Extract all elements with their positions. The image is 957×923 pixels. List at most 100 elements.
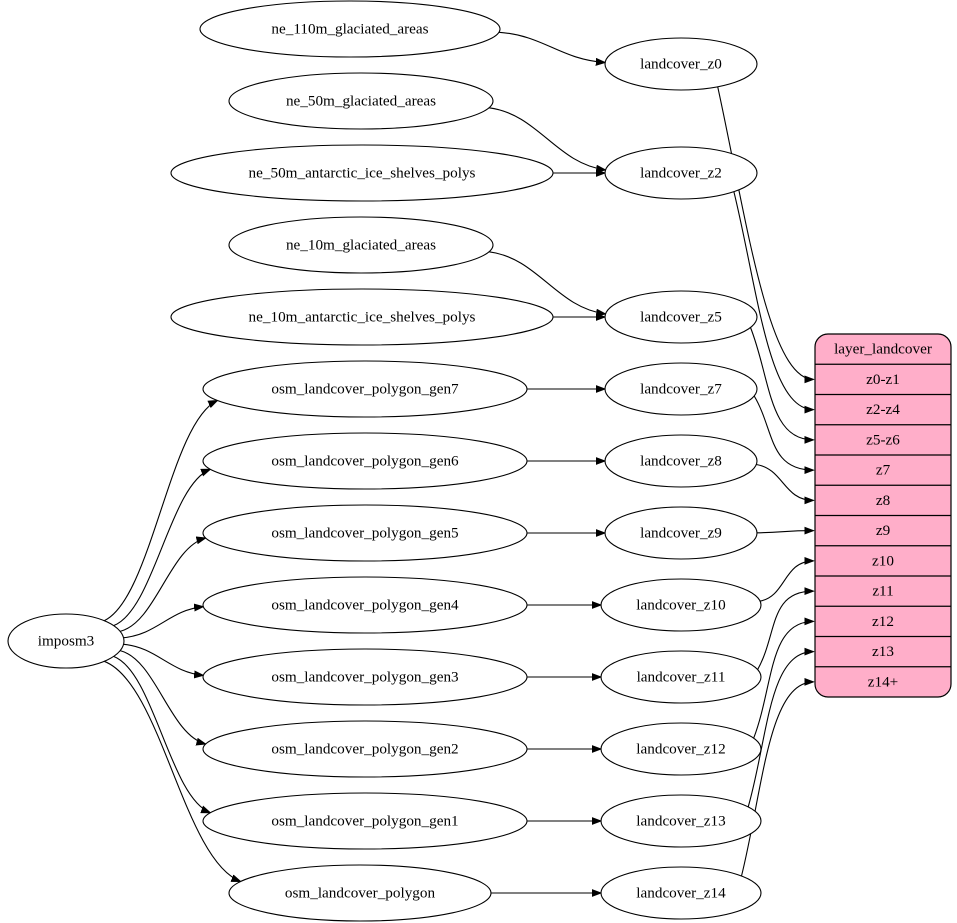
node-label-landcover_z14: landcover_z14	[636, 884, 726, 901]
node-label-ne_110m_glaciated_areas: ne_110m_glaciated_areas	[271, 20, 428, 37]
ellipse-landcover_z5	[604, 290, 758, 344]
node-landcover_z8[interactable]: landcover_z8	[604, 434, 758, 488]
node-landcover_z5[interactable]: landcover_z5	[604, 290, 758, 344]
ellipse-landcover_z2	[604, 146, 758, 200]
node-label-landcover_z8: landcover_z8	[640, 452, 722, 469]
node-osm_landcover_polygon_gen5[interactable]: osm_landcover_polygon_gen5	[202, 504, 528, 562]
table-row-z10[interactable]: z10	[872, 552, 894, 569]
table-row-z8[interactable]: z8	[876, 492, 891, 509]
node-label-landcover_z11: landcover_z11	[637, 668, 726, 685]
edge-landcover_z9-to-layer_landcover-z9	[756, 531, 814, 533]
node-osm_landcover_polygon_gen3[interactable]: osm_landcover_polygon_gen3	[202, 648, 528, 706]
table-row-label-z11: z11	[872, 583, 893, 600]
node-osm_landcover_polygon_gen2[interactable]: osm_landcover_polygon_gen2	[202, 720, 528, 778]
edge-imposm3-to-osm_landcover_polygon_gen3	[123, 643, 204, 675]
node-landcover_z7[interactable]: landcover_z7	[604, 362, 758, 416]
node-layer: ne_110m_glaciated_areas ne_50m_glaciated_…	[7, 0, 762, 922]
node-label-osm_landcover_polygon_gen7: osm_landcover_polygon_gen7	[271, 380, 459, 397]
table-row-z9[interactable]: z9	[876, 522, 890, 539]
edge-landcover_z10-to-layer_landcover-z10	[759, 561, 813, 602]
node-osm_landcover_polygon[interactable]: osm_landcover_polygon	[228, 864, 492, 922]
table-row-z2-z4[interactable]: z2-z4	[866, 401, 900, 418]
table-row-z0-z1[interactable]: z0-z1	[866, 371, 900, 388]
node-osm_landcover_polygon_gen1[interactable]: osm_landcover_polygon_gen1	[202, 792, 528, 850]
edge-ne_10m_glaciated_areas-to-landcover_z5	[489, 251, 605, 314]
table-row-z13[interactable]: z13	[872, 643, 894, 660]
node-imposm3[interactable]: imposm3	[7, 613, 125, 669]
ellipse-landcover_z0	[604, 37, 758, 91]
node-label-landcover_z5: landcover_z5	[640, 308, 722, 325]
table-header-label: layer_landcover	[834, 341, 932, 358]
node-label-osm_landcover_polygon_gen2: osm_landcover_polygon_gen2	[271, 740, 458, 757]
node-landcover_z0[interactable]: landcover_z0	[604, 37, 758, 91]
ellipse-landcover_z7	[604, 362, 758, 416]
node-label-ne_10m_antarctic_ice_shelves_polys: ne_10m_antarctic_ice_shelves_polys	[249, 308, 476, 325]
ellipse-osm_landcover_polygon_gen5	[202, 504, 528, 562]
node-ne_50m_antarctic_ice_shelves_polys[interactable]: ne_50m_antarctic_ice_shelves_polys	[170, 144, 554, 202]
node-label-imposm3: imposm3	[38, 632, 95, 649]
table-row-label-z7: z7	[876, 462, 891, 479]
ellipse-ne_50m_glaciated_areas	[228, 72, 494, 130]
node-landcover_z2[interactable]: landcover_z2	[604, 146, 758, 200]
edge-imposm3-to-osm_landcover_polygon_gen1	[113, 655, 211, 814]
node-ne_110m_glaciated_areas[interactable]: ne_110m_glaciated_areas	[199, 0, 501, 58]
table-row-z12[interactable]: z12	[872, 613, 894, 630]
ellipse-ne_110m_glaciated_areas	[199, 0, 501, 58]
node-label-landcover_z10: landcover_z10	[636, 596, 726, 613]
ellipse-landcover_z11	[600, 650, 762, 704]
node-label-osm_landcover_polygon: osm_landcover_polygon	[285, 884, 436, 901]
ellipse-osm_landcover_polygon_gen3	[202, 648, 528, 706]
node-label-landcover_z9: landcover_z9	[640, 524, 722, 541]
table-row-label-z9: z9	[876, 522, 890, 539]
edge-landcover_z2-to-layer_landcover-z2-z4	[733, 191, 814, 410]
ellipse-ne_10m_glaciated_areas	[228, 216, 494, 274]
edge-landcover_z11-to-layer_landcover-z11	[757, 591, 814, 670]
edge-landcover_z7-to-layer_landcover-z7	[753, 395, 813, 470]
table-row-z14+[interactable]: z14+	[868, 673, 899, 690]
table-row-label-z0-z1: z0-z1	[866, 371, 900, 388]
node-ne_10m_glaciated_areas[interactable]: ne_10m_glaciated_areas	[228, 216, 494, 274]
node-landcover_z9[interactable]: landcover_z9	[604, 506, 758, 560]
node-landcover_z12[interactable]: landcover_z12	[600, 722, 762, 776]
node-label-landcover_z13: landcover_z13	[636, 812, 725, 829]
table-row-z11[interactable]: z11	[872, 583, 893, 600]
table-row-label-z10: z10	[872, 552, 894, 569]
table-row-z5-z6[interactable]: z5-z6	[866, 431, 900, 448]
edge-landcover_z13-to-layer_landcover-z13	[747, 652, 813, 808]
ellipse-osm_landcover_polygon_gen4	[202, 576, 528, 634]
edge-landcover_z0-to-layer_landcover-z0-z1	[717, 86, 814, 380]
node-ne_10m_antarctic_ice_shelves_polys[interactable]: ne_10m_antarctic_ice_shelves_polys	[170, 288, 554, 346]
edge-landcover_z12-to-layer_landcover-z12	[753, 621, 814, 739]
edge-imposm3-to-osm_landcover_polygon_gen4	[123, 607, 204, 639]
ellipse-landcover_z9	[604, 506, 758, 560]
table-row-label-z2-z4: z2-z4	[866, 401, 900, 418]
node-landcover_z10[interactable]: landcover_z10	[600, 578, 762, 632]
node-ne_50m_glaciated_areas[interactable]: ne_50m_glaciated_areas	[228, 72, 494, 130]
ellipse-ne_10m_antarctic_ice_shelves_polys	[170, 288, 554, 346]
edge-landcover_z8-to-layer_landcover-z8	[756, 463, 813, 501]
ellipse-landcover_z13	[600, 794, 762, 848]
node-label-ne_50m_antarctic_ice_shelves_polys: ne_50m_antarctic_ice_shelves_polys	[249, 164, 476, 181]
node-label-osm_landcover_polygon_gen3: osm_landcover_polygon_gen3	[271, 668, 458, 685]
ellipse-osm_landcover_polygon_gen2	[202, 720, 528, 778]
node-label-osm_landcover_polygon_gen5: osm_landcover_polygon_gen5	[271, 524, 458, 541]
edge-landcover_z5-to-layer_landcover-z5-z6	[749, 327, 814, 440]
ellipse-landcover_z8	[604, 434, 758, 488]
layer-landcover-table[interactable]: layer_landcover z0-z1 z2-z4 z5-z6 z7 z8 z9 z10 z…	[814, 333, 952, 698]
node-osm_landcover_polygon_gen6[interactable]: osm_landcover_polygon_gen6	[202, 432, 528, 490]
node-label-osm_landcover_polygon_gen6: osm_landcover_polygon_gen6	[271, 452, 459, 469]
edge-imposm3-to-osm_landcover_polygon	[104, 660, 240, 883]
node-landcover_z13[interactable]: landcover_z13	[600, 794, 762, 848]
ellipse-osm_landcover_polygon_gen1	[202, 792, 528, 850]
table-row-label-z14+: z14+	[868, 673, 899, 690]
node-landcover_z14[interactable]: landcover_z14	[600, 866, 762, 920]
node-osm_landcover_polygon_gen4[interactable]: osm_landcover_polygon_gen4	[202, 576, 528, 634]
ellipse-imposm3	[7, 613, 125, 669]
table-row-z7[interactable]: z7	[876, 462, 891, 479]
node-osm_landcover_polygon_gen7[interactable]: osm_landcover_polygon_gen7	[202, 360, 528, 418]
table-row-label-z12: z12	[872, 613, 894, 630]
node-landcover_z11[interactable]: landcover_z11	[600, 650, 762, 704]
edge-imposm3-to-osm_landcover_polygon_gen7	[103, 401, 217, 622]
